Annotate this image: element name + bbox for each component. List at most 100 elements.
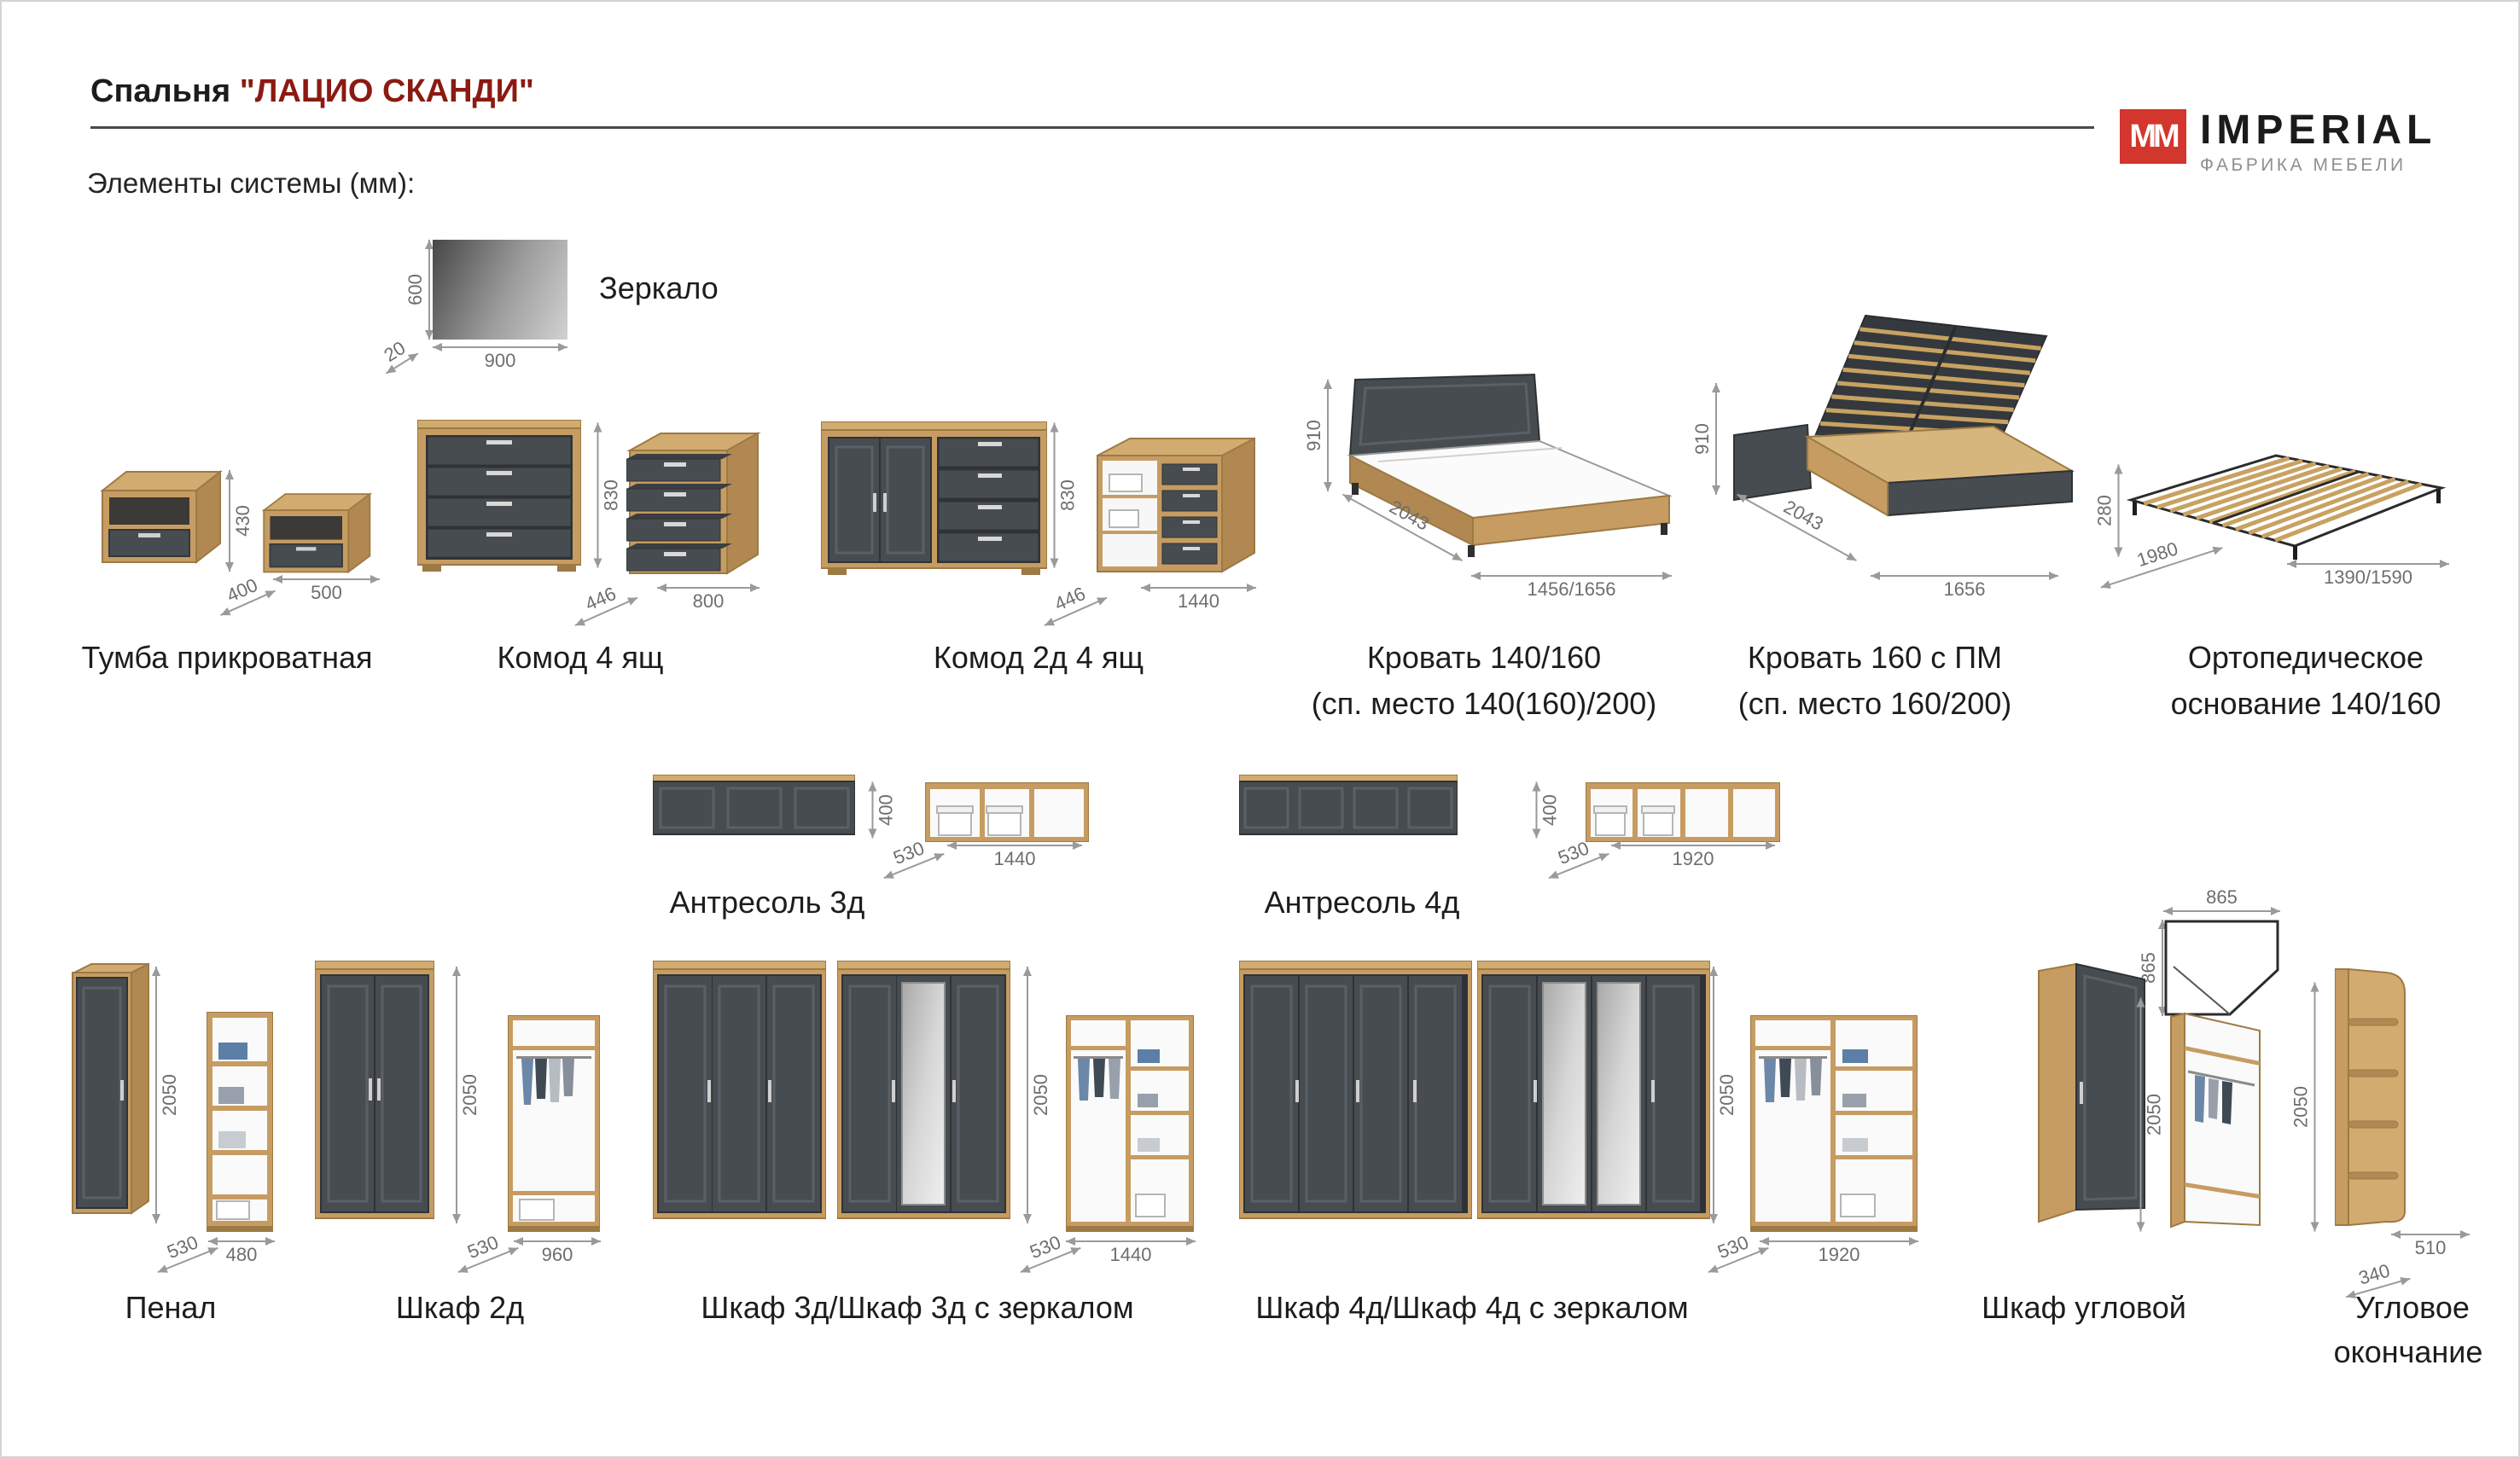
antresol3-closed-illustration xyxy=(653,775,855,835)
nightstand-width-dim: 500 xyxy=(273,575,380,603)
corner-end-width-label: 510 xyxy=(2414,1237,2447,1258)
measure-line xyxy=(1066,1237,1196,1246)
shkaf4-open-illustration xyxy=(1750,1015,1918,1232)
measure-line xyxy=(1760,1237,1918,1246)
komod2d4-width-dim: 1440 xyxy=(1141,584,1256,612)
measure-line xyxy=(1141,584,1256,592)
mirror-width-label: 900 xyxy=(484,350,516,371)
corner-caption: Шкаф угловой xyxy=(1982,1290,2186,1325)
brand-logo: MM IMPERIAL ФАБРИКА МЕБЕЛИ xyxy=(2120,107,2437,176)
title-rule xyxy=(90,126,2094,129)
bed140-width-label: 1456/1656 xyxy=(1527,578,1616,600)
page-title: Спальня "ЛАЦИО СКАНДИ" xyxy=(90,73,534,110)
penal-caption: Пенал xyxy=(125,1290,217,1325)
bed140-caption-line2: (сп. место 140(160)/200) xyxy=(1311,686,1657,721)
komod4-front-illustration xyxy=(417,420,581,572)
corner-end-illustration xyxy=(2335,967,2406,1227)
antresol3-width-label: 1440 xyxy=(993,848,1036,869)
komod2d4-front-illustration xyxy=(821,421,1047,575)
shkaf3-closed-illustration xyxy=(653,961,826,1219)
measure-line xyxy=(2287,560,2449,568)
corner-end-height-label: 2050 xyxy=(2290,1086,2312,1128)
measure-line xyxy=(1611,841,1775,850)
corner-top-width-dim: 865 xyxy=(2163,886,2280,915)
antresol4-width-dim: 1920 xyxy=(1611,841,1775,869)
measure-line xyxy=(208,1237,275,1246)
komod2d4-caption: Комод 2д 4 ящ xyxy=(933,640,1144,675)
page-subtitle: Элементы системы (мм): xyxy=(87,167,416,199)
measure-line xyxy=(514,1237,601,1246)
ortho-caption-line1: Ортопедическое xyxy=(2187,640,2424,675)
measure-line xyxy=(2163,907,2280,915)
bed160pm-width-dim: 1656 xyxy=(1871,572,2058,600)
measure-line xyxy=(273,575,380,584)
shkaf4-mirror-illustration xyxy=(1477,961,1710,1219)
corner-topview-illustration xyxy=(2164,920,2279,1016)
komod2d4-width-label: 1440 xyxy=(1178,590,1219,612)
ortho-caption-line2: основание 140/160 xyxy=(2170,686,2441,721)
ortho-width-label: 1390/1590 xyxy=(2324,566,2412,588)
komod4-open-illustration xyxy=(626,432,761,575)
shkaf4-caption: Шкаф 4д/Шкаф 4д с зеркалом xyxy=(1255,1290,1689,1325)
corner-end-caption-line2: окончание xyxy=(2333,1334,2483,1369)
corner-closed-illustration xyxy=(2038,962,2145,1223)
shkaf3-width-dim: 1440 xyxy=(1066,1237,1196,1265)
corner-open-illustration xyxy=(2170,1012,2261,1229)
bed140-width-dim: 1456/1656 xyxy=(1471,572,1672,600)
measure-line xyxy=(2313,982,2316,1232)
shkaf4-closed-illustration xyxy=(1239,961,1472,1219)
shkaf4-width-label: 1920 xyxy=(1818,1244,1860,1265)
bed140-illustration xyxy=(1347,373,1673,557)
bed160pm-caption-line1: Кровать 160 с ПМ xyxy=(1747,640,2003,675)
antresol4-closed-illustration xyxy=(1239,775,1458,835)
mirror-caption: Зеркало xyxy=(599,270,719,305)
antresol3-caption: Антресоль 3д xyxy=(669,885,865,920)
bed140-caption-line1: Кровать 140/160 xyxy=(1366,640,1602,675)
measure-line xyxy=(657,584,759,592)
ortho-width-dim: 1390/1590 xyxy=(2287,560,2449,588)
shkaf2-closed-illustration xyxy=(315,961,434,1219)
antresol4-caption: Антресоль 4д xyxy=(1264,885,1460,920)
corner-top-width-label: 865 xyxy=(2206,886,2238,908)
shkaf3-width-label: 1440 xyxy=(1109,1244,1152,1265)
brand-name: IMPERIAL xyxy=(2200,107,2437,153)
corner-end-height-dim: 2050 xyxy=(2290,982,2316,1232)
shkaf2-caption: Шкаф 2д xyxy=(395,1290,525,1325)
nightstand-right-illustration xyxy=(261,492,373,574)
penal-width-dim: 480 xyxy=(208,1237,275,1265)
mirror-illustration xyxy=(433,240,567,340)
shkaf3-mirror-illustration xyxy=(837,961,1010,1219)
komod2d4-open-illustration xyxy=(1097,437,1255,573)
corner-end-caption-line1: Угловое xyxy=(2355,1290,2470,1325)
komod4-width-label: 800 xyxy=(692,590,725,612)
measure-line xyxy=(1471,572,1672,580)
corner-end-width-dim: 510 xyxy=(2391,1230,2470,1258)
brand-text: IMPERIAL ФАБРИКА МЕБЕЛИ xyxy=(2200,107,2437,176)
brand-tagline: ФАБРИКА МЕБЕЛИ xyxy=(2200,155,2407,176)
shkaf3-caption: Шкаф 3д/Шкаф 3д с зеркалом xyxy=(701,1290,1134,1325)
mirror-width-dim: 900 xyxy=(433,343,567,371)
bed160pm-caption-line2: (сп. место 160/200) xyxy=(1737,686,2012,721)
antresol4-open-illustration xyxy=(1586,782,1780,842)
bed160pm-illustration xyxy=(1733,314,2075,517)
penal-width-label: 480 xyxy=(225,1244,258,1265)
shkaf3-open-illustration xyxy=(1066,1015,1194,1232)
measure-line xyxy=(1871,572,2058,580)
page-title-name: "ЛАЦИО СКАНДИ" xyxy=(239,73,534,109)
nightstand-caption: Тумба прикроватная xyxy=(81,640,373,675)
antresol3-open-illustration xyxy=(925,782,1089,842)
bed160pm-width-label: 1656 xyxy=(1943,578,1986,600)
